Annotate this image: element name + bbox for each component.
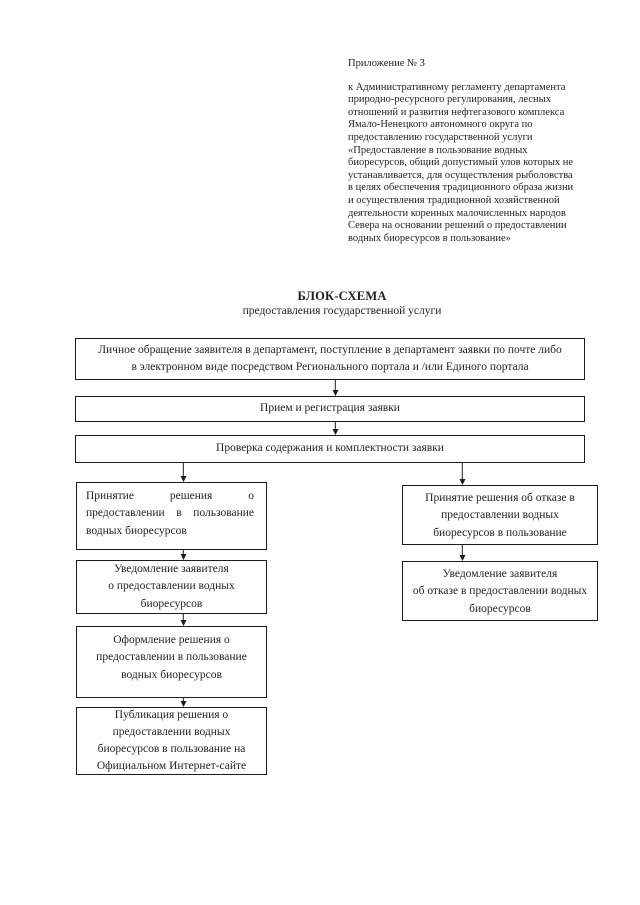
flow-arrow-registration-to-verification xyxy=(331,422,340,435)
flow-node-application-intake: Личное обращение заявителя в департамент… xyxy=(75,338,585,380)
flow-arrow-grant-decision-to-notification xyxy=(179,550,188,560)
appendix-label: Приложение № 3 xyxy=(348,58,425,69)
flow-arrow-verification-to-refusal-decision xyxy=(458,463,467,485)
flow-arrow-notification-to-execution xyxy=(179,614,188,626)
page-subtitle: предоставления государственной услуги xyxy=(242,305,442,317)
flow-node-verification: Проверка содержания и комплектности заяв… xyxy=(75,435,585,463)
flow-arrow-execution-to-publication xyxy=(179,698,188,707)
flow-arrow-intake-to-registration xyxy=(331,380,340,396)
flow-node-registration: Прием и регистрация заявки xyxy=(75,396,585,422)
flow-node-grant-decision: Принятие решения о предоставлении в поль… xyxy=(76,482,267,550)
flow-node-text: Проверка содержания и комплектности заяв… xyxy=(216,442,444,455)
flow-node-text: Принятие решения о предоставлении в поль… xyxy=(86,490,254,537)
flow-node-grant-notification: Уведомление заявителя о предоставлении в… xyxy=(76,560,267,614)
flow-node-text: Личное обращение заявителя в департамент… xyxy=(98,343,562,373)
flow-node-decision-execution: Оформление решения о предоставлении в по… xyxy=(76,626,267,698)
flow-node-text: Публикация решения о предоставлении водн… xyxy=(96,708,247,773)
appendix-block: Приложение № 3 к Административному регла… xyxy=(348,58,626,245)
flow-node-refusal-decision: Принятие решения об отказе в предоставле… xyxy=(402,485,598,545)
flow-node-text: Оформление решения о предоставлении в по… xyxy=(96,634,247,681)
flow-node-refusal-notification: Уведомление заявителя об отказе в предос… xyxy=(402,561,598,621)
flow-arrow-verification-to-grant-decision xyxy=(179,463,188,482)
flow-arrow-refusal-decision-to-notification xyxy=(458,545,467,561)
page-title-block: БЛОК-СХЕМА предоставления государственно… xyxy=(42,289,640,318)
flow-node-text: Принятие решения об отказе в предоставле… xyxy=(425,492,575,539)
flow-node-text: Прием и регистрация заявки xyxy=(260,402,400,415)
flow-node-text: Уведомление заявителя об отказе в предос… xyxy=(412,568,588,615)
appendix-reference: к Административному регламенту департаме… xyxy=(348,81,574,244)
page-title: БЛОК-СХЕМА xyxy=(297,289,387,303)
flow-node-decision-publication: Публикация решения о предоставлении водн… xyxy=(76,707,267,775)
flow-node-text: Уведомление заявителя о предоставлении в… xyxy=(108,563,235,610)
